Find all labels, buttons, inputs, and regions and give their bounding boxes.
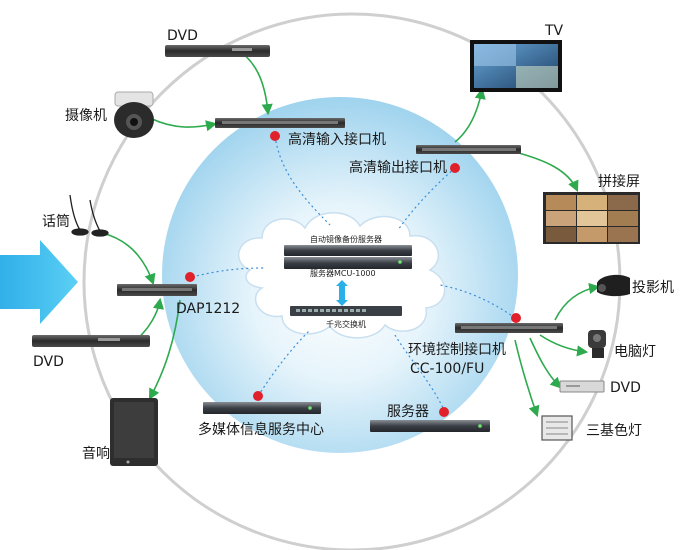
label-dvd-right: DVD xyxy=(610,380,641,396)
label-tricolor-light: 三基色灯 xyxy=(586,422,642,439)
dvd-player-icon xyxy=(32,335,150,347)
dap-rack-icon xyxy=(117,284,197,296)
input-arrow xyxy=(0,240,78,324)
status-dot xyxy=(185,272,195,282)
status-dot xyxy=(439,407,449,417)
dot-link-hd-output xyxy=(397,167,456,231)
label-server: 服务器 xyxy=(387,404,429,420)
link-env-to-dvd-right xyxy=(529,337,562,389)
label-env-control-model: CC-100/FU xyxy=(410,361,484,377)
label-projector: 投影机 xyxy=(632,280,674,296)
projector-icon xyxy=(597,274,630,297)
label-env-control: 环境控制接口机 xyxy=(408,341,506,358)
link-hd-output-to-splice xyxy=(514,151,579,193)
server-icon xyxy=(370,420,490,432)
status-dot xyxy=(511,313,521,323)
hd-output-rack-icon xyxy=(416,145,521,154)
env-control-rack-icon xyxy=(455,323,563,333)
link-env-to-tricolor xyxy=(514,339,540,418)
hd-input-rack-icon xyxy=(215,118,345,128)
dome-camera-icon xyxy=(114,91,154,138)
link-env-to-computer-light xyxy=(539,334,589,357)
label-hd-output: 高清输出接口机 xyxy=(349,159,447,176)
link-mic-to-dap xyxy=(101,232,156,286)
label-gigabit-switch: 千兆交换机 xyxy=(326,319,366,329)
sync-arrow-icon xyxy=(336,280,348,306)
label-multimedia-center: 多媒体信息服务中心 xyxy=(198,421,324,438)
label-dap: DAP1212 xyxy=(176,301,240,317)
label-dvd-bottom-left: DVD xyxy=(33,354,64,370)
label-hd-input: 高清输入接口机 xyxy=(288,131,386,148)
label-dvd-top: DVD xyxy=(167,28,198,44)
label-microphone: 话筒 xyxy=(42,213,70,230)
link-env-to-projector xyxy=(554,282,601,321)
dot-link-multimedia xyxy=(257,329,311,397)
computer-light-icon xyxy=(588,330,606,358)
label-tv: TV xyxy=(544,23,564,39)
dot-link-server xyxy=(394,334,446,413)
label-computer-light: 电脑灯 xyxy=(614,344,656,360)
backup-server-icon xyxy=(284,245,412,269)
link-hd-output-to-tv xyxy=(454,87,486,143)
tv-screen-icon xyxy=(470,40,562,92)
link-dap-to-speaker xyxy=(148,299,181,400)
status-dot xyxy=(253,391,263,401)
label-splice-screen: 拼接屏 xyxy=(598,173,640,190)
multimedia-server-icon xyxy=(203,402,321,414)
label-camera: 摄像机 xyxy=(65,108,107,124)
dvd-player-icon xyxy=(165,45,270,57)
label-auto-backup-server: 自动镜像备份服务器 xyxy=(310,234,382,244)
label-speaker: 音响 xyxy=(82,445,110,462)
tricolor-lamp-icon xyxy=(541,415,573,441)
dvd-player-icon xyxy=(559,380,605,393)
speaker-icon xyxy=(110,398,158,466)
status-dot xyxy=(270,131,280,141)
label-mcu-server: 服务器MCU-1000 xyxy=(310,268,376,278)
splice-screen-icon xyxy=(543,192,640,244)
microphone-icon xyxy=(69,194,109,237)
dot-link-hd-input xyxy=(274,135,331,226)
switch-icon xyxy=(290,306,402,316)
link-camera-to-hd-input xyxy=(149,117,218,132)
status-dot xyxy=(450,163,460,173)
link-dvd-to-hd-input xyxy=(234,47,273,116)
